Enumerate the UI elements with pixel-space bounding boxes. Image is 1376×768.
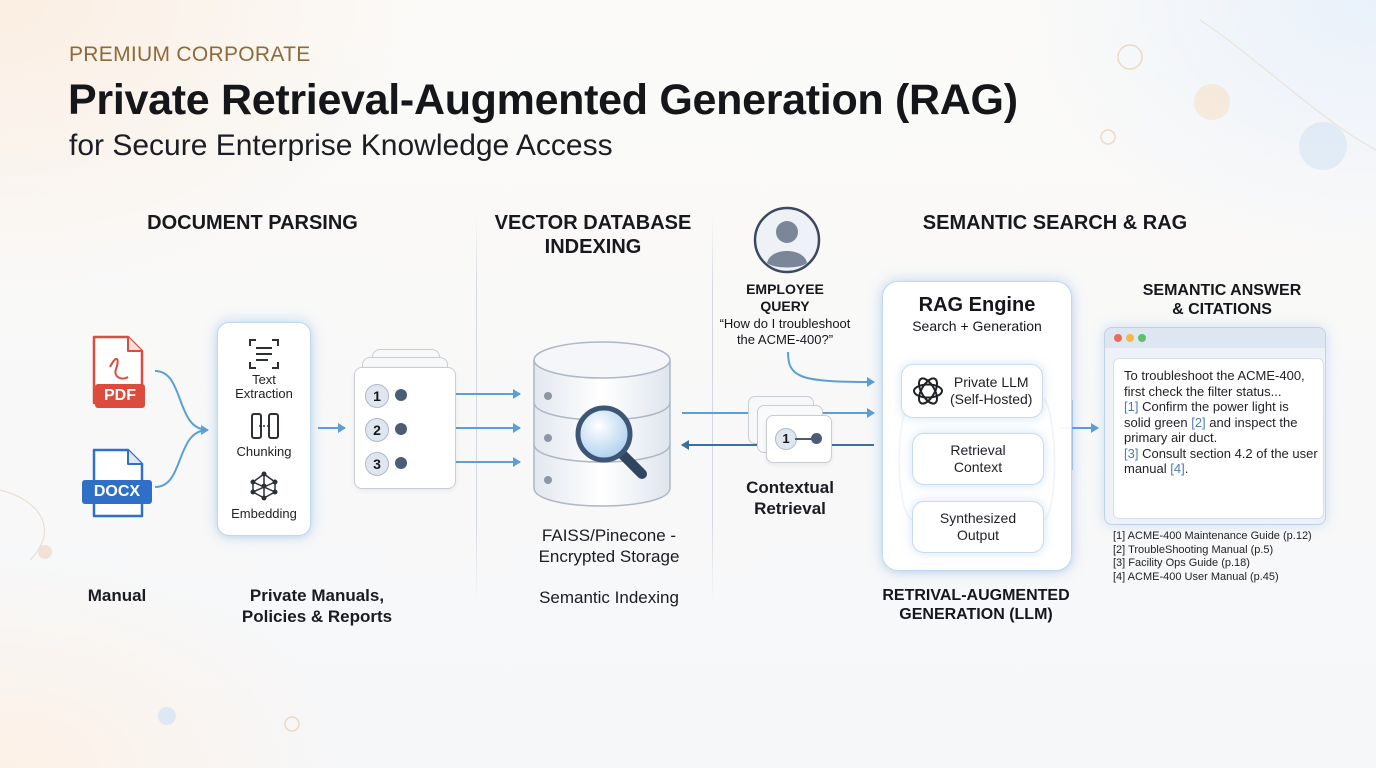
answer-window-titlebar — [1105, 328, 1325, 348]
reference-list: [1] ACME-400 Maintenance Guide (p.12) [2… — [1113, 530, 1353, 584]
private-llm-label-line1: Private LLM — [953, 374, 1029, 390]
pdf-badge: PDF — [95, 384, 145, 408]
window-minimize-icon[interactable] — [1126, 334, 1134, 342]
pdf-file: PDF — [92, 335, 145, 410]
chunk-dot-1 — [395, 389, 407, 401]
answer-paragraph-2-part-b: and inspect the primary air duct. — [1124, 414, 1298, 446]
section-heading-indexing-line1: VECTOR DATABASE — [494, 212, 692, 234]
answer-paragraph-3-part-a: Consult section 4.2 of the user manual — [1124, 445, 1318, 477]
citation-3[interactable]: [3] — [1124, 445, 1139, 461]
query-heading: EMPLOYEE QUERY — [700, 281, 870, 315]
retrieval-caption-line1: Contextual — [746, 478, 834, 497]
storage-caption-line1: FAISS/Pinecone - — [541, 526, 677, 545]
retrieved-chunk-line — [795, 438, 813, 440]
reference-item[interactable]: [1] ACME-400 Maintenance Guide (p.12) — [1113, 530, 1312, 542]
divider-right — [712, 215, 713, 600]
chunk-dot-3 — [395, 457, 407, 469]
text-extraction-label: Text Extraction — [218, 373, 310, 401]
divider-left — [476, 215, 477, 600]
answer-paragraph-3: [3] Consult section 4.2 of the user manu… — [1124, 446, 1318, 477]
window-maximize-icon[interactable] — [1138, 334, 1146, 342]
llm-knot-icon — [913, 377, 943, 405]
reference-item[interactable]: [4] ACME-400 User Manual (p.45) — [1113, 570, 1279, 583]
citation-1[interactable]: [1] — [1124, 399, 1139, 414]
query-heading-line2: QUERY — [760, 298, 810, 314]
citation-4[interactable]: [4] — [1170, 461, 1185, 476]
rag-caption-line2: GENERATION (LLM) — [899, 606, 1053, 623]
answer-body: To troubleshoot the ACME-400, first chec… — [1113, 358, 1324, 519]
query-heading-line1: EMPLOYEE — [746, 281, 824, 297]
section-heading-search: SEMANTIC SEARCH & RAG — [922, 212, 1188, 234]
query-text-line2: the ACME-400?” — [736, 332, 834, 347]
rag-caption: RETRIVAL-AUGMENTED GENERATION (LLM) — [856, 586, 1096, 624]
parsing-caption: Private Manuals, Policies & Reports — [228, 585, 406, 627]
section-heading-parsing: DOCUMENT PARSING — [147, 212, 358, 234]
storage-caption: FAISS/Pinecone - Encrypted Storage — [524, 525, 694, 567]
answer-paragraph-3-part-b: . — [1184, 461, 1189, 476]
vector-database-icon — [533, 341, 671, 507]
text-extraction-label-line2: Extraction — [235, 386, 293, 401]
storage-caption-line2: Encrypted Storage — [538, 547, 680, 566]
answer-heading: SEMANTIC ANSWER & CITATIONS — [1106, 281, 1338, 319]
reference-item[interactable]: [2] TroubleShooting Manual (p.5) — [1113, 543, 1274, 556]
retrieval-context-line2: Context — [953, 459, 1003, 475]
private-llm-label-line2: (Self-Hosted) — [950, 391, 1033, 407]
docx-badge: DOCX — [82, 480, 152, 504]
reference-item[interactable]: [3] Facility Ops Guide (p.18) — [1113, 557, 1250, 569]
retrieval-context-box: Retrieval Context — [912, 433, 1044, 485]
window-close-icon[interactable] — [1114, 334, 1122, 342]
parsing-caption-line2: Policies & Reports — [241, 607, 393, 626]
rag-engine-subtitle: Search + Generation — [912, 318, 1042, 334]
chunk-badge-2: 2 — [365, 418, 389, 442]
text-extraction-label-line1: Text — [252, 372, 276, 387]
retrieval-context-line1: Retrieval — [950, 442, 1006, 458]
chunking-icon — [250, 412, 280, 445]
chunk-card: 1 2 3 — [354, 367, 456, 489]
section-heading-indexing: VECTOR DATABASE INDEXING — [480, 211, 706, 259]
retrieved-chunk-badge: 1 — [775, 428, 797, 450]
rag-caption-line1: RETRIVAL-AUGMENTED — [882, 587, 1070, 604]
chunking-label: Chunking — [236, 444, 292, 459]
answer-paragraph-1: To troubleshoot the ACME-400, first chec… — [1124, 368, 1305, 399]
synthesized-output-box: Synthesized Output — [912, 501, 1044, 553]
synthesized-output-line2: Output — [956, 527, 1000, 543]
synthesized-output-line1: Synthesized — [939, 510, 1017, 526]
query-text: “How do I troubleshoot the ACME-400?” — [700, 316, 870, 348]
docx-file: DOCX — [82, 448, 152, 523]
answer-heading-line1: SEMANTIC ANSWER — [1142, 282, 1302, 299]
retrieved-chunk-dot — [811, 433, 822, 444]
answer-paragraph-2: [1] Confirm the power light is solid gre… — [1124, 399, 1318, 446]
section-heading-indexing-line2: INDEXING — [544, 236, 642, 258]
citation-2[interactable]: [2] — [1191, 414, 1206, 430]
parsing-caption-line1: Private Manuals, — [249, 586, 385, 605]
private-llm-box: Private LLM (Self-Hosted) — [901, 364, 1043, 418]
eyebrow-label: PREMIUM CORPORATE — [69, 43, 311, 66]
embedding-icon — [249, 471, 279, 506]
answer-window: To troubleshoot the ACME-400, first chec… — [1104, 327, 1326, 525]
retrieval-caption: Contextual Retrieval — [720, 477, 860, 519]
embedding-label: Embedding — [231, 506, 297, 521]
employee-avatar — [753, 206, 821, 274]
text-extraction-icon — [248, 338, 280, 375]
parsing-card: Text Extraction Chunking Embedding — [217, 322, 311, 536]
answer-heading-line2: & CITATIONS — [1172, 301, 1272, 318]
retrieval-caption-line2: Retrieval — [754, 499, 826, 518]
page-title: Private Retrieval-Augmented Generation (… — [68, 76, 1018, 124]
private-llm-label: Private LLM (Self-Hosted) — [950, 374, 1032, 408]
manual-caption: Manual — [87, 586, 147, 605]
semantic-indexing-caption: Semantic Indexing — [539, 588, 679, 607]
answer-paragraph-2-part-a: Confirm the power light is solid green — [1124, 399, 1289, 430]
page-subtitle: for Secure Enterprise Knowledge Access — [69, 129, 613, 162]
chunk-dot-2 — [395, 423, 407, 435]
query-text-line1: “How do I troubleshoot — [719, 316, 851, 331]
rag-engine-title: RAG Engine — [918, 294, 1036, 316]
chunk-badge-1: 1 — [365, 384, 389, 408]
chunk-badge-3: 3 — [365, 452, 389, 476]
retrieved-chunk-card: 1 — [766, 415, 832, 463]
